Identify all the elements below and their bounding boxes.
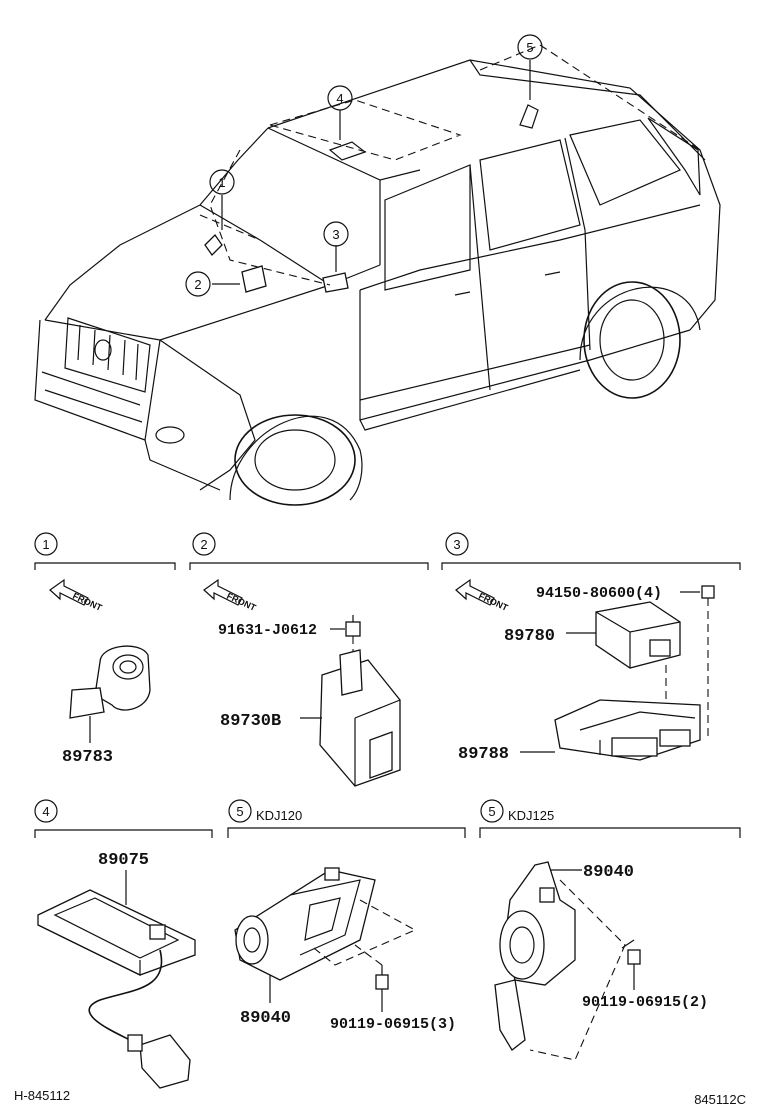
section-4: 4 89075: [34, 799, 213, 1089]
horn-89040: [234, 867, 376, 981]
front-arrow-icon: FRONT: [49, 578, 104, 613]
svg-text:1: 1: [218, 175, 225, 190]
svg-text:3: 3: [453, 537, 460, 552]
callout-3-vehicle: 3: [323, 221, 349, 247]
svg-text:89788: 89788: [458, 745, 509, 764]
module-89730B: [319, 649, 401, 787]
svg-text:89040: 89040: [240, 1009, 291, 1028]
bolt-icon: [621, 939, 641, 965]
callout-5-vehicle: 5: [517, 34, 543, 60]
section-2: 2 FRONT 91631-J0612 89730B: [189, 532, 429, 787]
svg-text:89040: 89040: [583, 863, 634, 882]
bracket-89788: [554, 699, 701, 761]
svg-text:4: 4: [336, 91, 343, 106]
svg-text:89783: 89783: [62, 748, 113, 767]
section-5-kdj120: 5 KDJ120 89040 90119-06915(3): [227, 799, 466, 1033]
bolt-icon: [345, 615, 361, 680]
svg-text:89075: 89075: [98, 851, 149, 870]
front-arrow-icon: FRONT: [203, 578, 258, 613]
vehicle-callouts: [212, 60, 531, 285]
front-arrow-icon: FRONT: [455, 578, 510, 613]
stop-lamp-89075: [37, 889, 196, 976]
svg-text:90119-06915(3): 90119-06915(3): [330, 1016, 456, 1033]
svg-text:FRONT: FRONT: [225, 591, 258, 613]
bolt-icon: [354, 944, 389, 990]
svg-text:FRONT: FRONT: [71, 591, 104, 613]
svg-text:5: 5: [236, 804, 243, 819]
svg-text:91631-J0612: 91631-J0612: [218, 622, 317, 639]
section-5-kdj125: 5 KDJ125 89040 90119-06915(2): [479, 799, 741, 1061]
sensor-89783: [69, 645, 151, 719]
svg-text:3: 3: [332, 227, 339, 242]
svg-text:4: 4: [42, 804, 49, 819]
svg-text:2: 2: [194, 277, 201, 292]
drawing-number-right: 845112C: [694, 1092, 746, 1107]
svg-text:KDJ125: KDJ125: [508, 808, 554, 823]
svg-text:5: 5: [488, 804, 495, 819]
callout-1-vehicle: 1: [209, 169, 235, 195]
section-1: 1 FRONT 89783: [34, 532, 176, 767]
svg-text:94150-80600(4): 94150-80600(4): [536, 585, 662, 602]
horn-89040: [494, 861, 576, 1051]
svg-text:90119-06915(2): 90119-06915(2): [582, 994, 708, 1011]
svg-text:89780: 89780: [504, 627, 555, 646]
svg-text:5: 5: [526, 40, 533, 55]
vehicle-illustration: [34, 44, 721, 506]
svg-text:FRONT: FRONT: [477, 591, 510, 613]
svg-text:1: 1: [42, 537, 49, 552]
drawing-number-left: H-845112: [14, 1088, 70, 1103]
section-3: 3 FRONT 94150-80600(4) 89780 89788: [441, 532, 741, 764]
svg-text:89730B: 89730B: [220, 712, 281, 731]
wire-harness: [88, 949, 191, 1089]
svg-text:KDJ120: KDJ120: [256, 808, 302, 823]
svg-text:2: 2: [200, 537, 207, 552]
callout-4-vehicle: 4: [327, 85, 353, 111]
callout-2-vehicle: 2: [185, 271, 211, 297]
bolt-icon: [701, 585, 715, 740]
module-89780: [595, 601, 681, 669]
